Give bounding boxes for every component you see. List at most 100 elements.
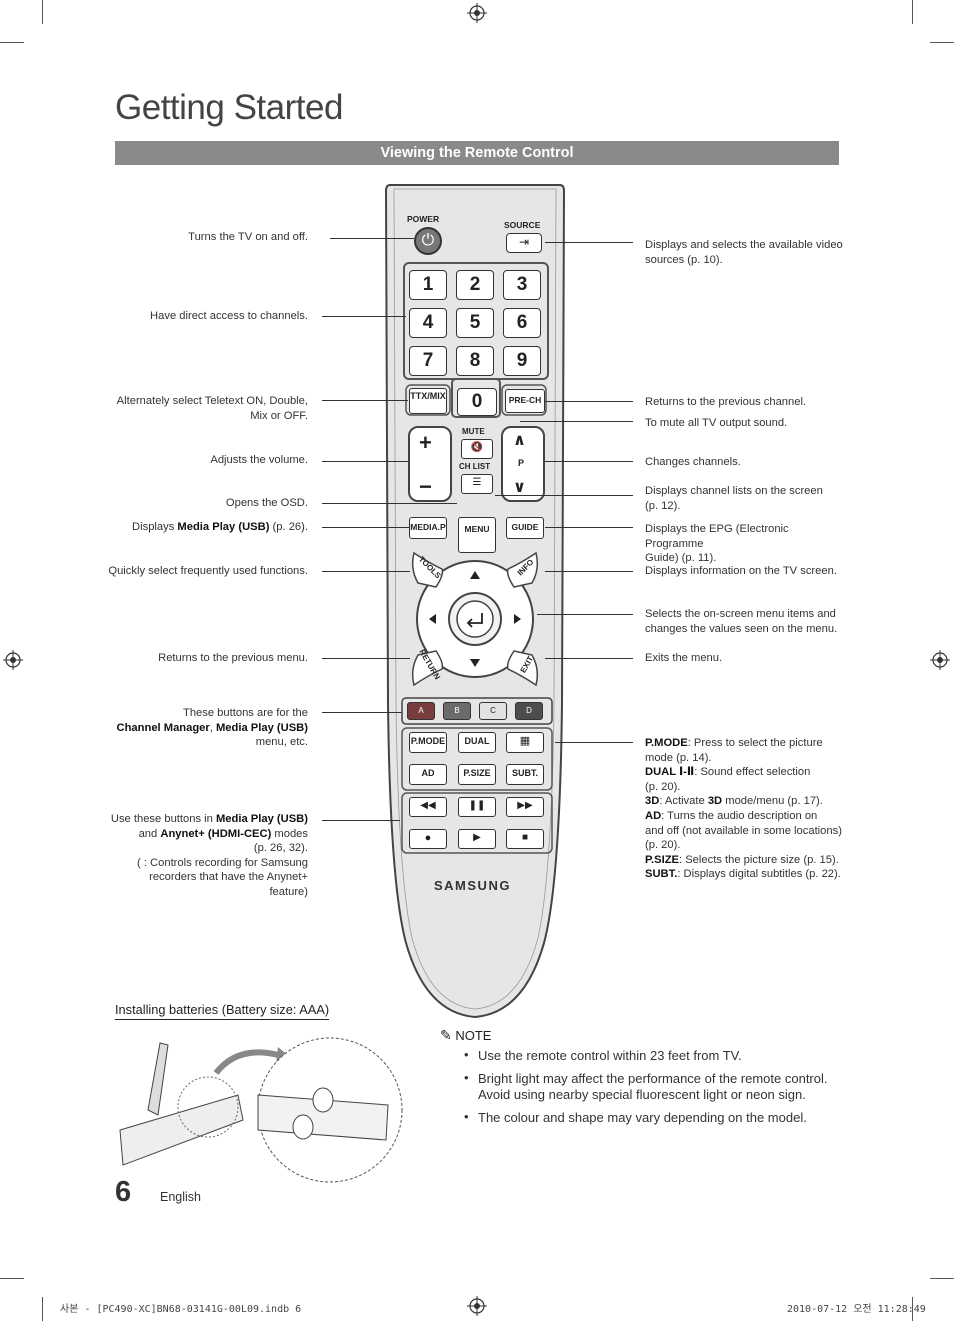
crop-mark	[42, 0, 43, 24]
digit-button-5[interactable]: 5	[456, 308, 494, 338]
play-button[interactable]: ▶	[458, 829, 496, 849]
source-button[interactable]: ⇥	[506, 233, 542, 253]
channel-p-label: P	[518, 458, 525, 468]
ch-list-label: CH LIST	[459, 462, 491, 471]
digit-button-3[interactable]: 3	[503, 270, 541, 300]
callout-exit: Exits the menu.	[645, 652, 723, 664]
callout-media-post: (p. 26).	[269, 521, 308, 533]
leader-line	[545, 461, 633, 462]
fast-forward-icon: ▶▶	[517, 800, 533, 811]
callout-ad-key: AD	[645, 809, 662, 822]
callout-play-media: Media Play (USB)	[215, 813, 308, 825]
callout-source: Displays and selects the available video…	[645, 238, 845, 267]
leader-line	[545, 527, 633, 528]
leader-line	[544, 401, 633, 402]
mute-label: MUTE	[462, 427, 485, 436]
subt-button[interactable]: SUBT.	[506, 764, 544, 785]
callout-psize-key: P.SIZE	[645, 853, 679, 866]
crop-mark	[42, 1297, 43, 1321]
digit-button-2[interactable]: 2	[456, 270, 494, 300]
dual-button[interactable]: DUAL	[458, 732, 496, 753]
pause-button[interactable]: ❚❚	[458, 797, 496, 817]
battery-installation-illustration	[119, 1037, 403, 1183]
color-button-d[interactable]: D	[515, 702, 543, 720]
p-size-button[interactable]: P.SIZE	[458, 764, 496, 785]
channel-down-icon[interactable]: ∨	[513, 479, 526, 496]
mute-button[interactable]: 🔇	[461, 439, 493, 459]
leader-line	[545, 242, 633, 243]
digit-button-4[interactable]: 4	[409, 308, 447, 338]
registration-mark-icon	[467, 3, 487, 23]
callout-ad-line2: and off (not available in some locations…	[645, 824, 842, 837]
mute-icon: 🔇	[470, 442, 484, 453]
menu-button[interactable]: MENU	[458, 517, 496, 553]
callout-psize-text: : Selects the picture size (p. 15).	[679, 853, 839, 866]
crop-mark	[912, 0, 913, 24]
stop-button[interactable]: ■	[506, 829, 544, 849]
leader-line	[322, 503, 457, 504]
rewind-icon: ◀◀	[420, 800, 436, 811]
callout-chlist-line2: (p. 12).	[645, 499, 681, 512]
print-footer-right: 2010-07-12 오전 11:28:49	[787, 1304, 926, 1315]
digit-button-7[interactable]: 7	[409, 346, 447, 376]
channel-up-icon[interactable]: ∧	[513, 432, 526, 449]
callout-subt-text: : Displays digital subtitles (p. 22).	[677, 868, 841, 881]
leader-line	[322, 527, 409, 528]
callout-function-buttons: P.MODE: Press to select the picture mode…	[645, 736, 845, 882]
enter-button[interactable]	[457, 603, 495, 633]
power-label: POWER	[407, 214, 440, 224]
callout-power: Turns the TV on and off.	[188, 231, 308, 243]
ttx-mix-button[interactable]: TTX/MIX	[409, 388, 447, 414]
volume-up-icon[interactable]: +	[419, 430, 432, 455]
leader-line	[322, 712, 402, 713]
power-icon: ⏻	[421, 232, 435, 249]
note-bullets: Use the remote control within 23 feet fr…	[462, 1047, 842, 1132]
callout-play-anynet-note: recorders that have the Anynet+ feature)	[149, 871, 308, 898]
section-title-bar: Viewing the Remote Control	[115, 141, 839, 165]
volume-down-icon[interactable]: −	[419, 474, 432, 499]
callout-guide-line2: Guide) (p. 11).	[645, 552, 717, 565]
3d-button[interactable]: ▦	[506, 732, 544, 753]
source-label: SOURCE	[504, 220, 541, 230]
callout-chlist-line1: Displays channel lists on the screen	[645, 485, 823, 497]
registration-mark-icon	[3, 650, 23, 670]
media-p-button[interactable]: MEDIA.P	[409, 517, 447, 539]
callout-prech: Returns to the previous channel.	[645, 396, 807, 408]
print-footer-left: 사본 - [PC490-XC]BN68-03141G-00L09.indb 6	[60, 1304, 302, 1315]
callout-dual-page: (p. 20).	[645, 780, 681, 793]
rewind-button[interactable]: ◀◀	[409, 797, 447, 817]
leader-line	[632, 742, 633, 743]
note-heading-text: NOTE	[455, 1028, 492, 1043]
record-button[interactable]: ●	[409, 829, 447, 849]
ad-button[interactable]: AD	[409, 764, 447, 785]
p-mode-button[interactable]: P.MODE	[409, 732, 447, 753]
color-button-c[interactable]: C	[479, 702, 507, 720]
ch-list-button[interactable]: ☰	[461, 474, 493, 494]
leader-line	[322, 658, 410, 659]
guide-button[interactable]: GUIDE	[506, 517, 544, 539]
callout-3d-key: 3D	[645, 795, 660, 808]
digit-button-8[interactable]: 8	[456, 346, 494, 376]
leader-line	[322, 820, 400, 821]
number-pad: 1 2 3 4 5 6 7 8 9	[409, 270, 541, 376]
callout-guide-line1: Displays the EPG (Electronic Programme	[645, 523, 789, 550]
callout-media-bold: Media Play (USB)	[177, 521, 270, 533]
pre-ch-button[interactable]: PRE-CH	[505, 389, 545, 413]
registration-mark-icon	[467, 1296, 487, 1316]
pencil-icon: ✎	[440, 1027, 452, 1043]
callout-play-pre: Use these buttons in	[110, 813, 216, 825]
callout-osd: Opens the OSD.	[225, 497, 308, 509]
color-button-a[interactable]: A	[407, 702, 435, 720]
power-button[interactable]: ⏻	[414, 227, 442, 255]
fast-forward-button[interactable]: ▶▶	[506, 797, 544, 817]
callout-color-sep: ,	[209, 721, 216, 734]
color-button-b[interactable]: B	[443, 702, 471, 720]
digit-button-1[interactable]: 1	[409, 270, 447, 300]
note-bullet: Use the remote control within 23 feet fr…	[462, 1047, 842, 1065]
digit-button-6[interactable]: 6	[503, 308, 541, 338]
record-icon: ●	[424, 832, 432, 844]
digit-button-0[interactable]: 0	[457, 388, 497, 416]
digit-button-9[interactable]: 9	[503, 346, 541, 376]
installing-batteries-heading: Installing batteries (Battery size: AAA)	[115, 1002, 330, 1020]
leader-line	[520, 421, 633, 422]
